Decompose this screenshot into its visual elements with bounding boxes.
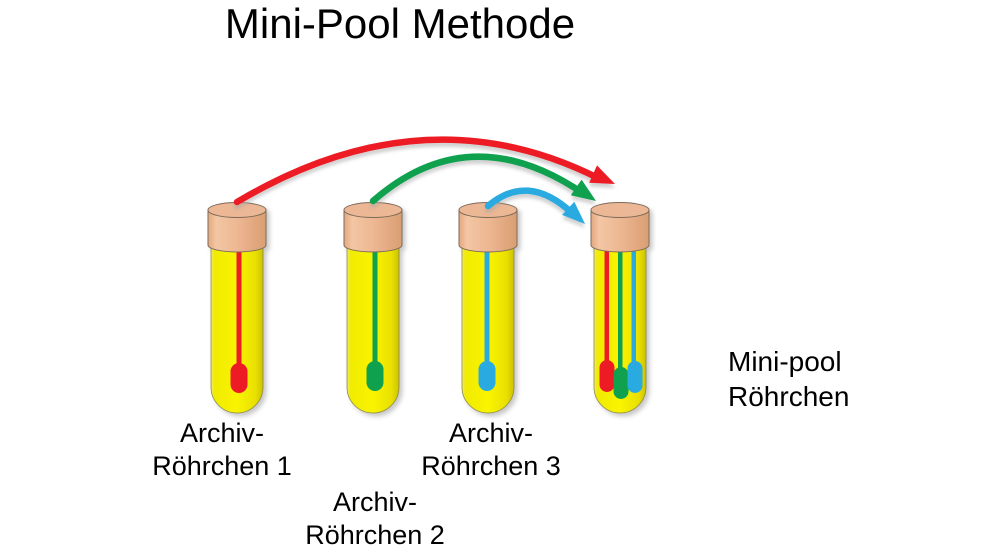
label-archive-tube-1-line2: Röhrchen 1 xyxy=(152,451,292,481)
label-archive-tube-2-line2: Röhrchen 2 xyxy=(305,520,445,550)
minipool-tube-cap xyxy=(590,209,650,253)
page-title: Mini-Pool Methode xyxy=(224,0,576,47)
transfer-arrow-green xyxy=(369,153,596,205)
tube-3-sample-stick xyxy=(478,248,496,391)
transfer-arrow-red xyxy=(233,136,615,206)
minipool-stick-green xyxy=(613,248,629,399)
label-archive-tube-3: Archiv- Röhrchen 3 xyxy=(406,417,576,483)
label-archive-tube-3-line1: Archiv- xyxy=(448,418,533,448)
tube-3-cap xyxy=(458,209,518,253)
label-minipool-tube-line1: Mini-pool xyxy=(728,346,842,377)
label-archive-tube-2-line1: Archiv- xyxy=(332,487,417,517)
label-archive-tube-3-line2: Röhrchen 3 xyxy=(421,451,561,481)
label-minipool-tube: Mini-pool Röhrchen xyxy=(728,344,849,414)
tube-1-sample-stick xyxy=(230,248,248,393)
label-archive-tube-1-line1: Archiv- xyxy=(179,418,264,448)
minipool-tube xyxy=(590,202,650,414)
archive-tube-1 xyxy=(207,202,267,414)
tube-1-cap xyxy=(207,209,267,253)
archive-tube-3 xyxy=(458,202,518,414)
tube-2-cap-top xyxy=(343,202,403,218)
minipool-stick-red xyxy=(599,248,615,392)
transfer-arrow-blue xyxy=(484,187,585,224)
archive-tube-2 xyxy=(343,202,403,414)
minipool-tube-cap-top xyxy=(590,202,650,218)
label-minipool-tube-line2: Röhrchen xyxy=(728,381,850,412)
minipool-stick-blue xyxy=(627,248,643,393)
label-archive-tube-1: Archiv- Röhrchen 1 xyxy=(137,417,307,483)
tube-2-cap xyxy=(343,209,403,253)
label-archive-tube-2: Archiv- Röhrchen 2 xyxy=(290,486,460,552)
tube-2-sample-stick xyxy=(366,248,384,391)
